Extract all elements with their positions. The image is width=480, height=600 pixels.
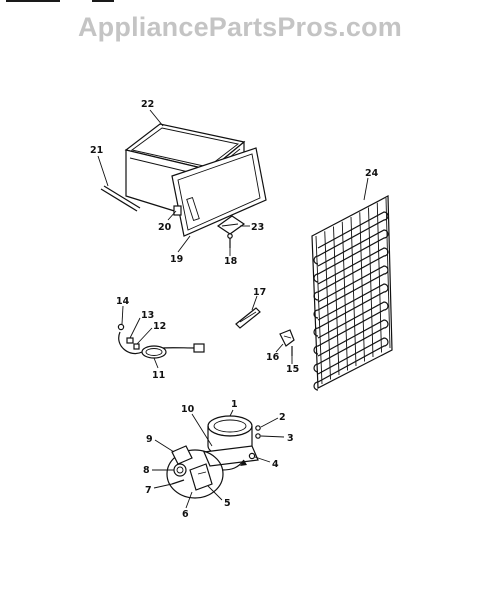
label-part-22: 22 [141, 99, 154, 110]
label-part-23: 23 [251, 222, 264, 233]
label-part-10: 10 [181, 404, 195, 415]
label-part-11: 11 [152, 370, 165, 381]
label-part-21: 21 [90, 145, 103, 156]
top-rule-left [6, 0, 60, 2]
top-rule-right [92, 0, 114, 2]
sleeve [255, 433, 261, 439]
electrical-detail-group [166, 445, 247, 499]
site-watermark: AppliancePartsPros.com [77, 12, 402, 42]
latch-strike [216, 215, 246, 235]
label-part-20: 20 [158, 222, 172, 233]
label-part-17: 17 [253, 287, 266, 298]
drier-tube [235, 307, 261, 329]
label-part-8: 8 [143, 465, 150, 476]
door-panel [171, 147, 267, 237]
label-part-7: 7 [145, 485, 152, 496]
label-part-18: 18 [224, 256, 238, 267]
label-part-3: 3 [287, 433, 294, 444]
label-part-2: 2 [279, 412, 286, 423]
label-part-16: 16 [266, 352, 280, 363]
compressor [203, 415, 259, 467]
hinge-pin [173, 205, 182, 216]
label-part-5: 5 [224, 498, 231, 509]
part-number-labels: 22 21 24 20 19 23 18 17 14 13 12 11 16 1… [90, 99, 379, 520]
leader-lines [97, 109, 369, 509]
gasket-strip [100, 185, 141, 212]
cord-bushing [133, 343, 140, 350]
label-part-19: 19 [170, 254, 183, 265]
label-part-24: 24 [365, 168, 379, 179]
power-cord [118, 331, 205, 359]
latch-screw [227, 233, 233, 248]
label-part-15: 15 [286, 364, 299, 375]
grommet [255, 425, 261, 431]
cord-clamp [126, 337, 134, 344]
cord-screw [117, 323, 125, 331]
label-part-1: 1 [231, 399, 238, 410]
label-part-9: 9 [146, 434, 153, 445]
label-part-14: 14 [116, 296, 130, 307]
label-part-4: 4 [272, 459, 279, 470]
condenser-coil [311, 195, 393, 391]
label-part-12: 12 [153, 321, 166, 332]
mounting-clip [248, 452, 256, 460]
label-part-13: 13 [141, 310, 154, 321]
label-part-6: 6 [182, 509, 189, 520]
condenser-clip [279, 329, 295, 347]
